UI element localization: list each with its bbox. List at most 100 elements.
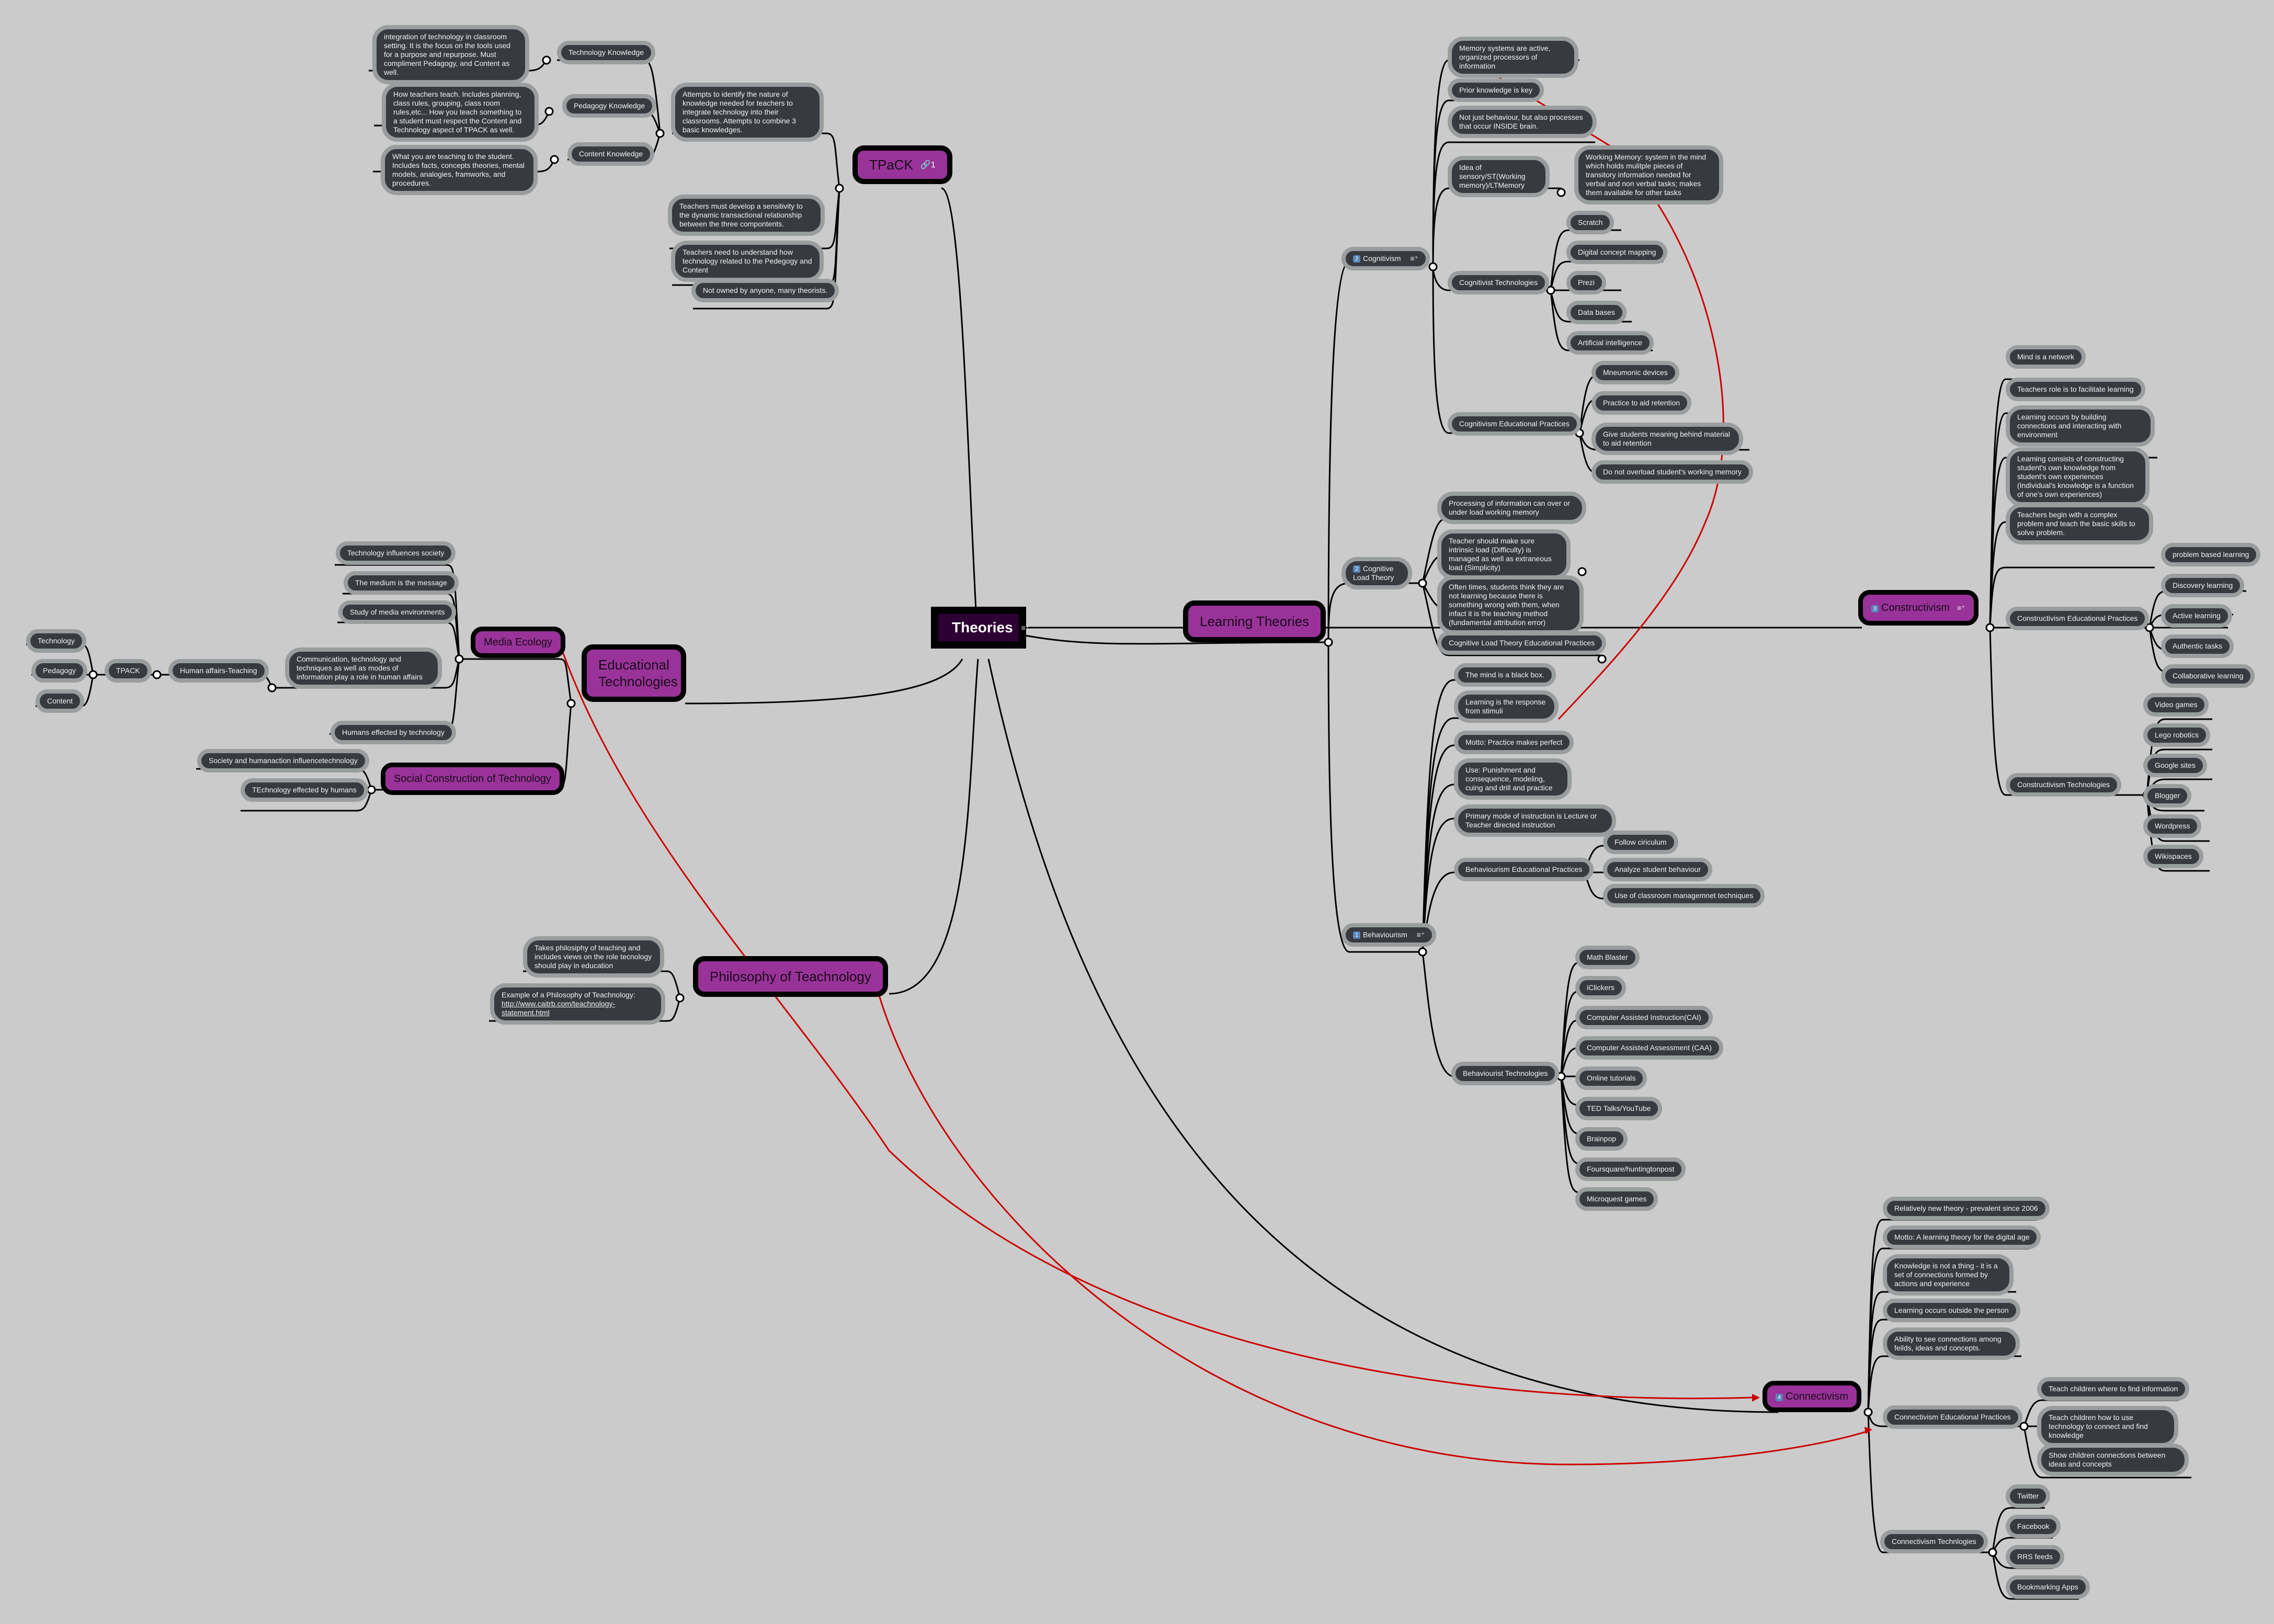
clt-practices[interactable]: Cognitive Load Theory Educational Practi… xyxy=(1437,631,1607,655)
constructivism-tech-1[interactable]: Video games xyxy=(2143,693,2209,717)
connectivism-practice-3[interactable]: Show children connections between ideas … xyxy=(2037,1444,2189,1476)
social-construction-item-2[interactable]: TEchnology effected by humans xyxy=(241,778,368,802)
constructivism-item-4[interactable]: Learning consists of constructing studen… xyxy=(2006,447,2150,506)
link-icon[interactable]: 🔗1 xyxy=(920,161,936,169)
cognitivism-practice-2[interactable]: Practice to aid retention xyxy=(1591,391,1692,415)
connectivism-item-1[interactable]: Relatively new theory - prevalent since … xyxy=(1883,1197,2050,1220)
constructivism-item-2[interactable]: Teachers role is to facilitate learning xyxy=(2006,378,2145,401)
notes-icon[interactable]: ≡⁺ xyxy=(1416,930,1425,939)
cognitivist-tech-databases[interactable]: Data bases xyxy=(1566,301,1627,324)
philosophy-url-link[interactable]: http://www.caitrb.com/teachnology-statem… xyxy=(502,1000,616,1017)
connectivism-tech-3[interactable]: RRS feeds xyxy=(2006,1545,2064,1569)
media-ecology-item-2[interactable]: The medium is the message xyxy=(344,571,459,595)
behaviourist-tech-3[interactable]: Computer Assisted Instruction(CAI) xyxy=(1575,1006,1713,1029)
pedagogy-knowledge-note[interactable]: How teachers teach. Includes planning, c… xyxy=(382,83,539,142)
philosophy-item-2[interactable]: Example of a Philosophy of Teachnology: … xyxy=(490,983,665,1025)
working-memory-note[interactable]: Working Memory: system in the mind which… xyxy=(1574,145,1723,205)
technology-knowledge-note[interactable]: integration of technology in classroom s… xyxy=(372,25,529,84)
constructivism-technologies[interactable]: Constructivism Technologies xyxy=(2006,773,2122,797)
constructivism-item-5[interactable]: Teachers begin with a complex problem an… xyxy=(2006,503,2153,544)
constructivism-practices[interactable]: Constructivism Educational Practices xyxy=(2006,607,2150,630)
media-ecology-item-4[interactable]: Communication, technology and techniques… xyxy=(285,648,442,689)
cognitivist-tech-concept-mapping[interactable]: Digital concept mapping xyxy=(1566,241,1668,264)
cognitivism-item-2[interactable]: Prior knowledge is key xyxy=(1448,78,1544,102)
central-topic-theories[interactable]: Theories ≡⁺ xyxy=(931,607,1029,649)
behaviourist-tech-7[interactable]: Brainpop xyxy=(1575,1127,1628,1151)
behaviourism-practices[interactable]: Behaviourism Educational Practices xyxy=(1454,858,1594,881)
media-ecology-item-5[interactable]: Humans effected by technology xyxy=(331,721,456,744)
cognitivist-tech-prezi[interactable]: Prezi xyxy=(1566,271,1606,294)
constructivism-item-3[interactable]: Learning occurs by building connections … xyxy=(2006,405,2155,447)
human-affairs-teaching[interactable]: Human affairs-Teaching xyxy=(168,659,269,683)
behaviourism-item-4[interactable]: Use: Punishment and consequence, modelin… xyxy=(1454,758,1572,800)
content-knowledge[interactable]: Content Knowledge xyxy=(567,142,655,166)
connectivism-practice-1[interactable]: Teach children where to find information xyxy=(2037,1377,2190,1401)
constructivism-item-1[interactable]: Mind is a network xyxy=(2006,345,2086,369)
behaviourist-tech-2[interactable]: iClickers xyxy=(1575,976,1626,1000)
behaviourism-practice-3[interactable]: Use of classroom managemnet techniques xyxy=(1603,884,1765,907)
media-ecology-item-1[interactable]: Technology influences society xyxy=(336,541,456,565)
tpack-note-3[interactable]: Not owned by anyone, many theorists. xyxy=(691,279,839,302)
constructivism-practice-2[interactable]: Discovery learning xyxy=(2161,574,2245,597)
connectivism-item-2[interactable]: Motto: A learning theory for the digital… xyxy=(1883,1225,2041,1249)
media-ecology-item-3[interactable]: Study of media environments xyxy=(338,600,457,624)
main-topic-philosophy-of-teachnology[interactable]: Philosophy of Teachnology xyxy=(693,956,888,997)
cognitivism-item-3[interactable]: Not just behaviour, but also processes t… xyxy=(1448,106,1597,138)
tpack-note-1[interactable]: Teachers must develop a sensitivity to t… xyxy=(668,195,825,236)
subtopic-media-ecology[interactable]: Media Ecology xyxy=(471,627,566,658)
constructivism-practice-4[interactable]: Authentic tasks xyxy=(2161,634,2234,658)
social-construction-item-1[interactable]: Society and humanaction influencetechnol… xyxy=(197,749,369,773)
notes-icon[interactable]: ≡⁺ xyxy=(1021,623,1030,632)
behaviourist-tech-5[interactable]: Online tutorials xyxy=(1575,1066,1647,1090)
tpack-part-technology[interactable]: Technology xyxy=(26,629,86,653)
cognitivist-tech-ai[interactable]: Artificial intelligence xyxy=(1566,331,1654,355)
connectivism-item-3[interactable]: Knowledge is not a thing - it is a set o… xyxy=(1883,1254,2014,1296)
constructivism-practice-3[interactable]: Active learning xyxy=(2161,604,2232,628)
main-topic-educational-technologies[interactable]: Educational Technologies xyxy=(582,644,686,702)
tpack-description[interactable]: Attempts to identify the nature of knowl… xyxy=(671,83,824,142)
notes-icon[interactable]: ≡⁺ xyxy=(1410,254,1418,263)
content-knowledge-note[interactable]: What you are teaching to the student. In… xyxy=(381,145,538,195)
constructivism-tech-6[interactable]: Wikispaces xyxy=(2143,845,2203,868)
behaviourist-tech-4[interactable]: Computer Assisted Assessment (CAA) xyxy=(1575,1036,1723,1060)
tpack-small[interactable]: TPACK xyxy=(105,659,152,683)
clt-item-3[interactable]: Often times, students think they are not… xyxy=(1437,575,1584,634)
cognitivism-practice-4[interactable]: Do not overload student's working memory xyxy=(1591,460,1753,484)
cognitivist-technologies[interactable]: Cognitivist Technologies xyxy=(1448,271,1549,294)
behaviourist-tech-1[interactable]: Math Blaster xyxy=(1575,946,1640,969)
tpack-part-pedagogy[interactable]: Pedagogy xyxy=(31,659,88,683)
constructivism-practice-1[interactable]: problem based learning xyxy=(2161,543,2261,566)
clt-item-2[interactable]: Teacher should make sure intrinsic load … xyxy=(1437,529,1571,580)
connectivism-tech-2[interactable]: Facebook xyxy=(2006,1515,2061,1538)
pedagogy-knowledge[interactable]: Pedagogy Knowledge xyxy=(562,94,657,118)
connectivism-practices[interactable]: Connectivism Educational Practices xyxy=(1883,1405,2022,1429)
tpack-part-content[interactable]: Content xyxy=(36,689,85,713)
behaviourist-tech-9[interactable]: Microquest games xyxy=(1575,1187,1658,1211)
cognitivist-tech-scratch[interactable]: Scratch xyxy=(1566,211,1614,234)
constructivism-tech-3[interactable]: Google sites xyxy=(2143,754,2207,777)
behaviourist-tech-8[interactable]: Foursquare/huntingtonpost xyxy=(1575,1157,1686,1181)
connectivism-item-4[interactable]: Learning occurs outside the person xyxy=(1883,1299,2020,1322)
main-topic-learning-theories[interactable]: Learning Theories xyxy=(1183,600,1326,642)
cognitivism-item-4[interactable]: Idea of sensory/ST(Working memory)/LTMem… xyxy=(1448,156,1550,197)
constructivism-tech-4[interactable]: Blogger xyxy=(2143,784,2192,808)
subtopic-social-construction[interactable]: Social Construction of Technology xyxy=(381,763,564,795)
cognitivism-item-1[interactable]: Memory systems are active, organized pro… xyxy=(1448,37,1578,78)
connectivism-item-5[interactable]: Ability to see connections among feilds,… xyxy=(1883,1327,2020,1360)
tpack-note-2[interactable]: Teachers need to understand how technolo… xyxy=(671,241,824,282)
technology-knowledge[interactable]: Technology Knowledge xyxy=(557,41,655,64)
constructivism-tech-5[interactable]: Wordpress xyxy=(2143,814,2202,838)
connectivism-tech-4[interactable]: Bookmarking Apps xyxy=(2006,1575,2090,1599)
cognitivism-practice-3[interactable]: Give students meaning behind material to… xyxy=(1591,423,1743,455)
clt-item-1[interactable]: Processing of information can over or un… xyxy=(1437,492,1586,524)
philosophy-item-1[interactable]: Takes philosiphy of teaching and include… xyxy=(523,936,664,978)
behaviourist-tech-6[interactable]: TED Talks/YouTube xyxy=(1575,1097,1663,1120)
behaviourism-practice-1[interactable]: Follow ciriculum xyxy=(1603,831,1678,854)
behaviourism-item-1[interactable]: The mind is a black box. xyxy=(1454,663,1556,687)
behaviourist-technologies[interactable]: Behaviourist Technologies xyxy=(1451,1062,1560,1085)
